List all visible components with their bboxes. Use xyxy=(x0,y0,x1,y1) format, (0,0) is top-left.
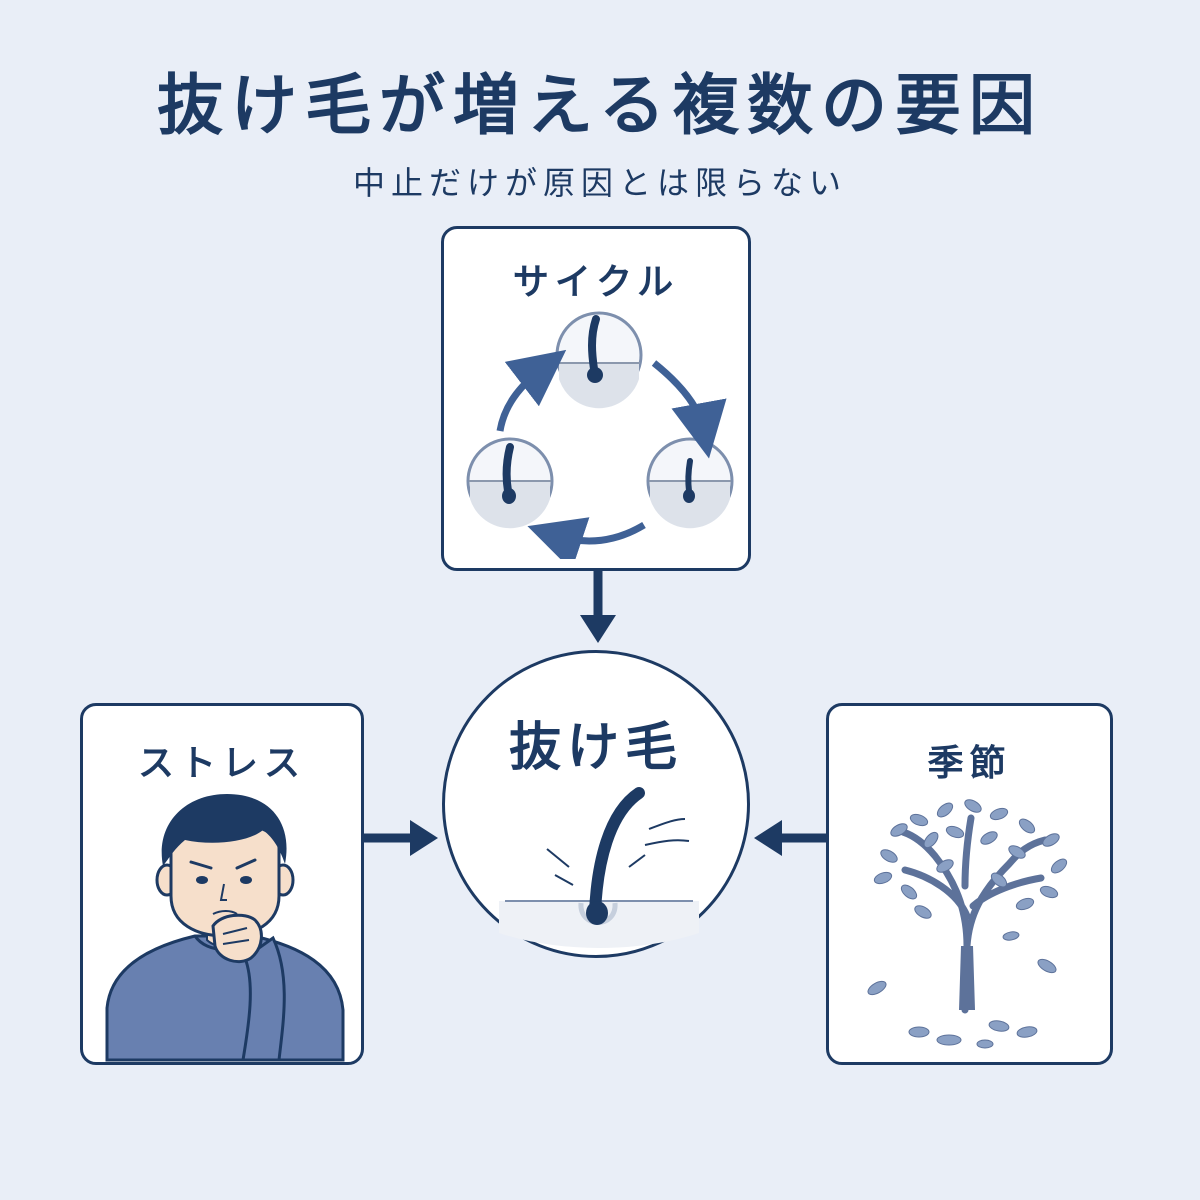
cycle-label: サイクル xyxy=(512,262,680,303)
season-label: 季節 xyxy=(927,743,1012,784)
page-subtitle: 中止だけが原因とは限らない xyxy=(352,164,847,202)
follicle-stage-3-icon xyxy=(466,437,554,529)
stress-card: ストレス xyxy=(80,703,364,1065)
stress-to-center-arrow xyxy=(364,820,438,856)
cycle-to-center-arrow xyxy=(580,571,616,643)
worried-man-icon xyxy=(105,794,345,1062)
hair-growth-cycle-icon xyxy=(466,311,734,559)
follicle-stage-2-icon xyxy=(646,437,734,529)
season-to-center-arrow xyxy=(754,820,828,856)
follicle-stage-1-icon xyxy=(555,311,643,409)
tree-falling-leaves-icon xyxy=(867,799,1068,1049)
hair-loss-center: 抜け毛 xyxy=(442,650,750,958)
cycle-card: サイクル xyxy=(441,226,751,571)
page-title: 抜け毛が増える複数の要因 xyxy=(156,67,1044,144)
season-card: 季節 xyxy=(826,703,1113,1065)
stress-label: ストレス xyxy=(137,743,306,784)
hair-falling-icon xyxy=(499,787,699,948)
center-label: 抜け毛 xyxy=(508,718,683,778)
